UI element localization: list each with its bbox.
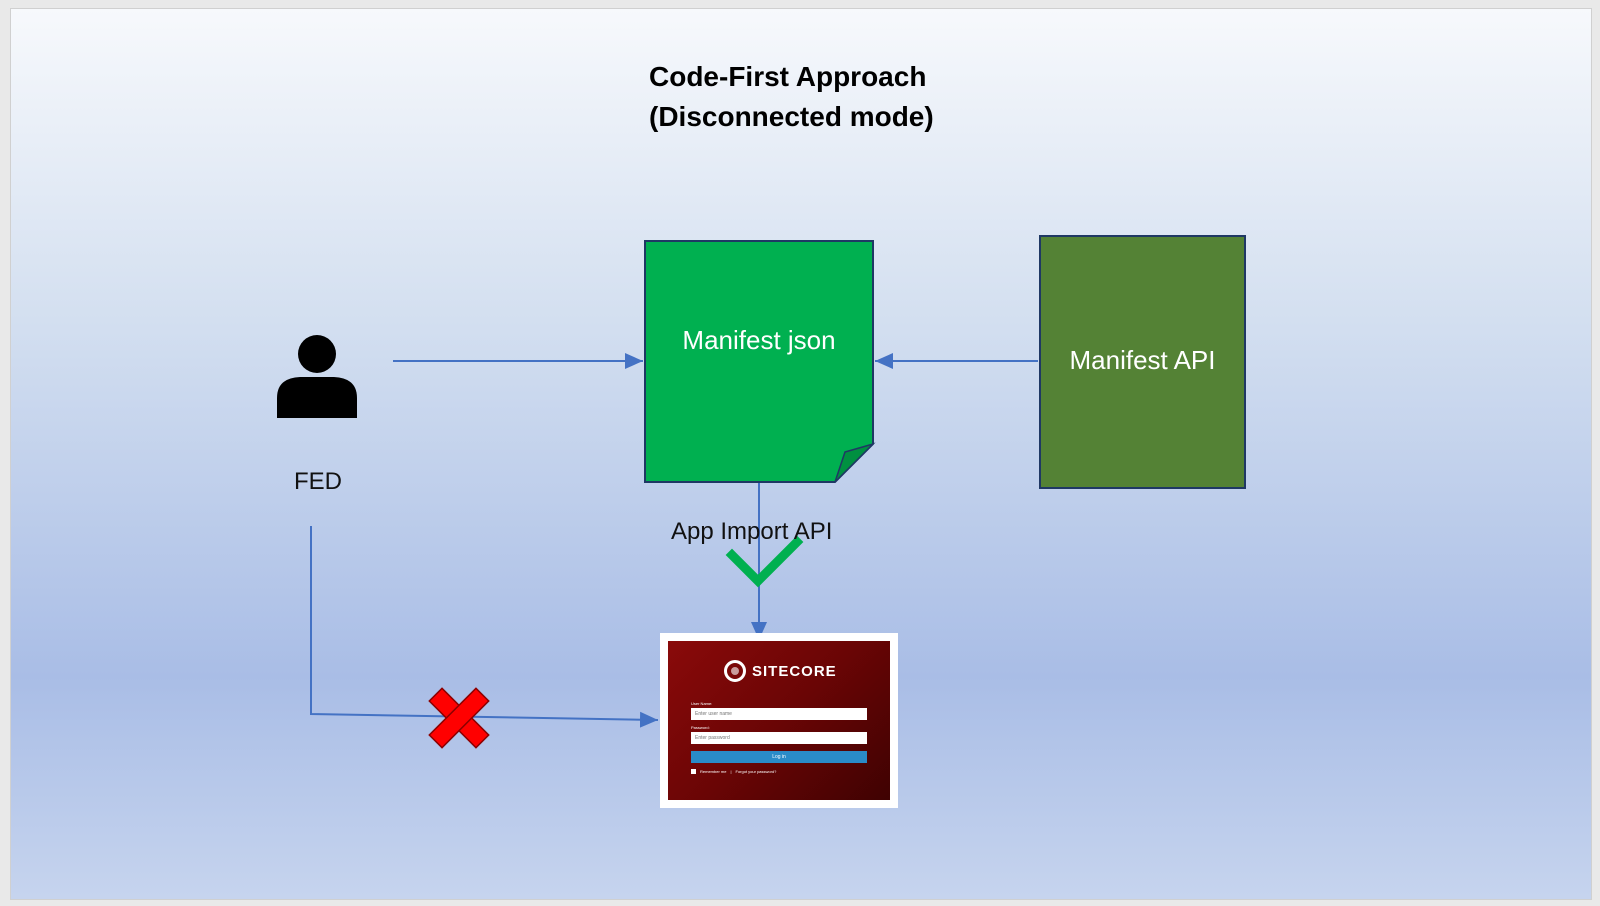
manifest-json-shape (644, 240, 874, 483)
username-label: User Name: (691, 701, 713, 706)
sitecore-logo: SITECORE (724, 660, 837, 682)
person-icon (277, 335, 357, 418)
login-options-row: Remember me | Forgot your password? (691, 769, 776, 774)
blocked-x-icon (428, 687, 490, 749)
sitecore-logo-icon (724, 660, 746, 682)
check-icon (725, 535, 804, 588)
title-line-2: (Disconnected mode) (649, 101, 934, 132)
sitecore-login-screenshot: SITECORE User Name: Password: Log in Rem… (660, 633, 898, 808)
fed-label: FED (294, 468, 342, 495)
title-line-1: Code-First Approach (649, 61, 927, 92)
password-label: Password: (691, 725, 710, 730)
remember-label: Remember me (700, 769, 727, 774)
app-import-api-label: App Import API (671, 518, 833, 545)
remember-checkbox[interactable] (691, 769, 696, 774)
manifest-json-label: Manifest json (682, 325, 836, 355)
manifest-json-fold (834, 442, 876, 483)
login-panel: SITECORE User Name: Password: Log in Rem… (668, 641, 890, 800)
manifest-api-shape (1039, 235, 1246, 489)
forgot-password-link[interactable]: Forgot your password? (735, 769, 777, 774)
page-title: Code-First Approach (Disconnected mode) (649, 57, 969, 137)
password-input[interactable] (691, 732, 867, 744)
sitecore-logo-text: SITECORE (752, 662, 837, 680)
username-input[interactable] (691, 708, 867, 720)
manifest-api-label: Manifest API (1069, 345, 1216, 375)
options-separator: | (730, 769, 732, 774)
arrow-fed-to-sitecore (310, 526, 659, 728)
login-button[interactable]: Log in (691, 751, 867, 763)
